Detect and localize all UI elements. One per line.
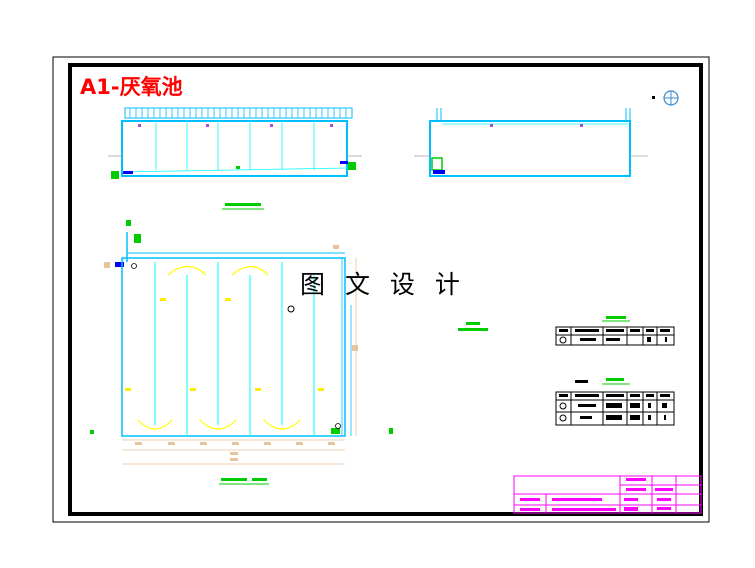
note-block (458, 322, 488, 331)
title-block (513, 475, 702, 514)
outer-frame (52, 56, 710, 523)
drawing-title: A1-厌氧池 (80, 75, 183, 99)
section-view-longitudinal (108, 107, 362, 210)
center-marker (287, 305, 295, 313)
plan-view (90, 220, 393, 485)
inner-frame (68, 63, 703, 516)
equipment-table-1 (555, 316, 675, 346)
north-marker (652, 90, 679, 106)
equipment-table-2 (555, 378, 675, 426)
watermark-text: 图 文 设 计 (300, 270, 466, 299)
section-view-transverse (414, 108, 648, 177)
